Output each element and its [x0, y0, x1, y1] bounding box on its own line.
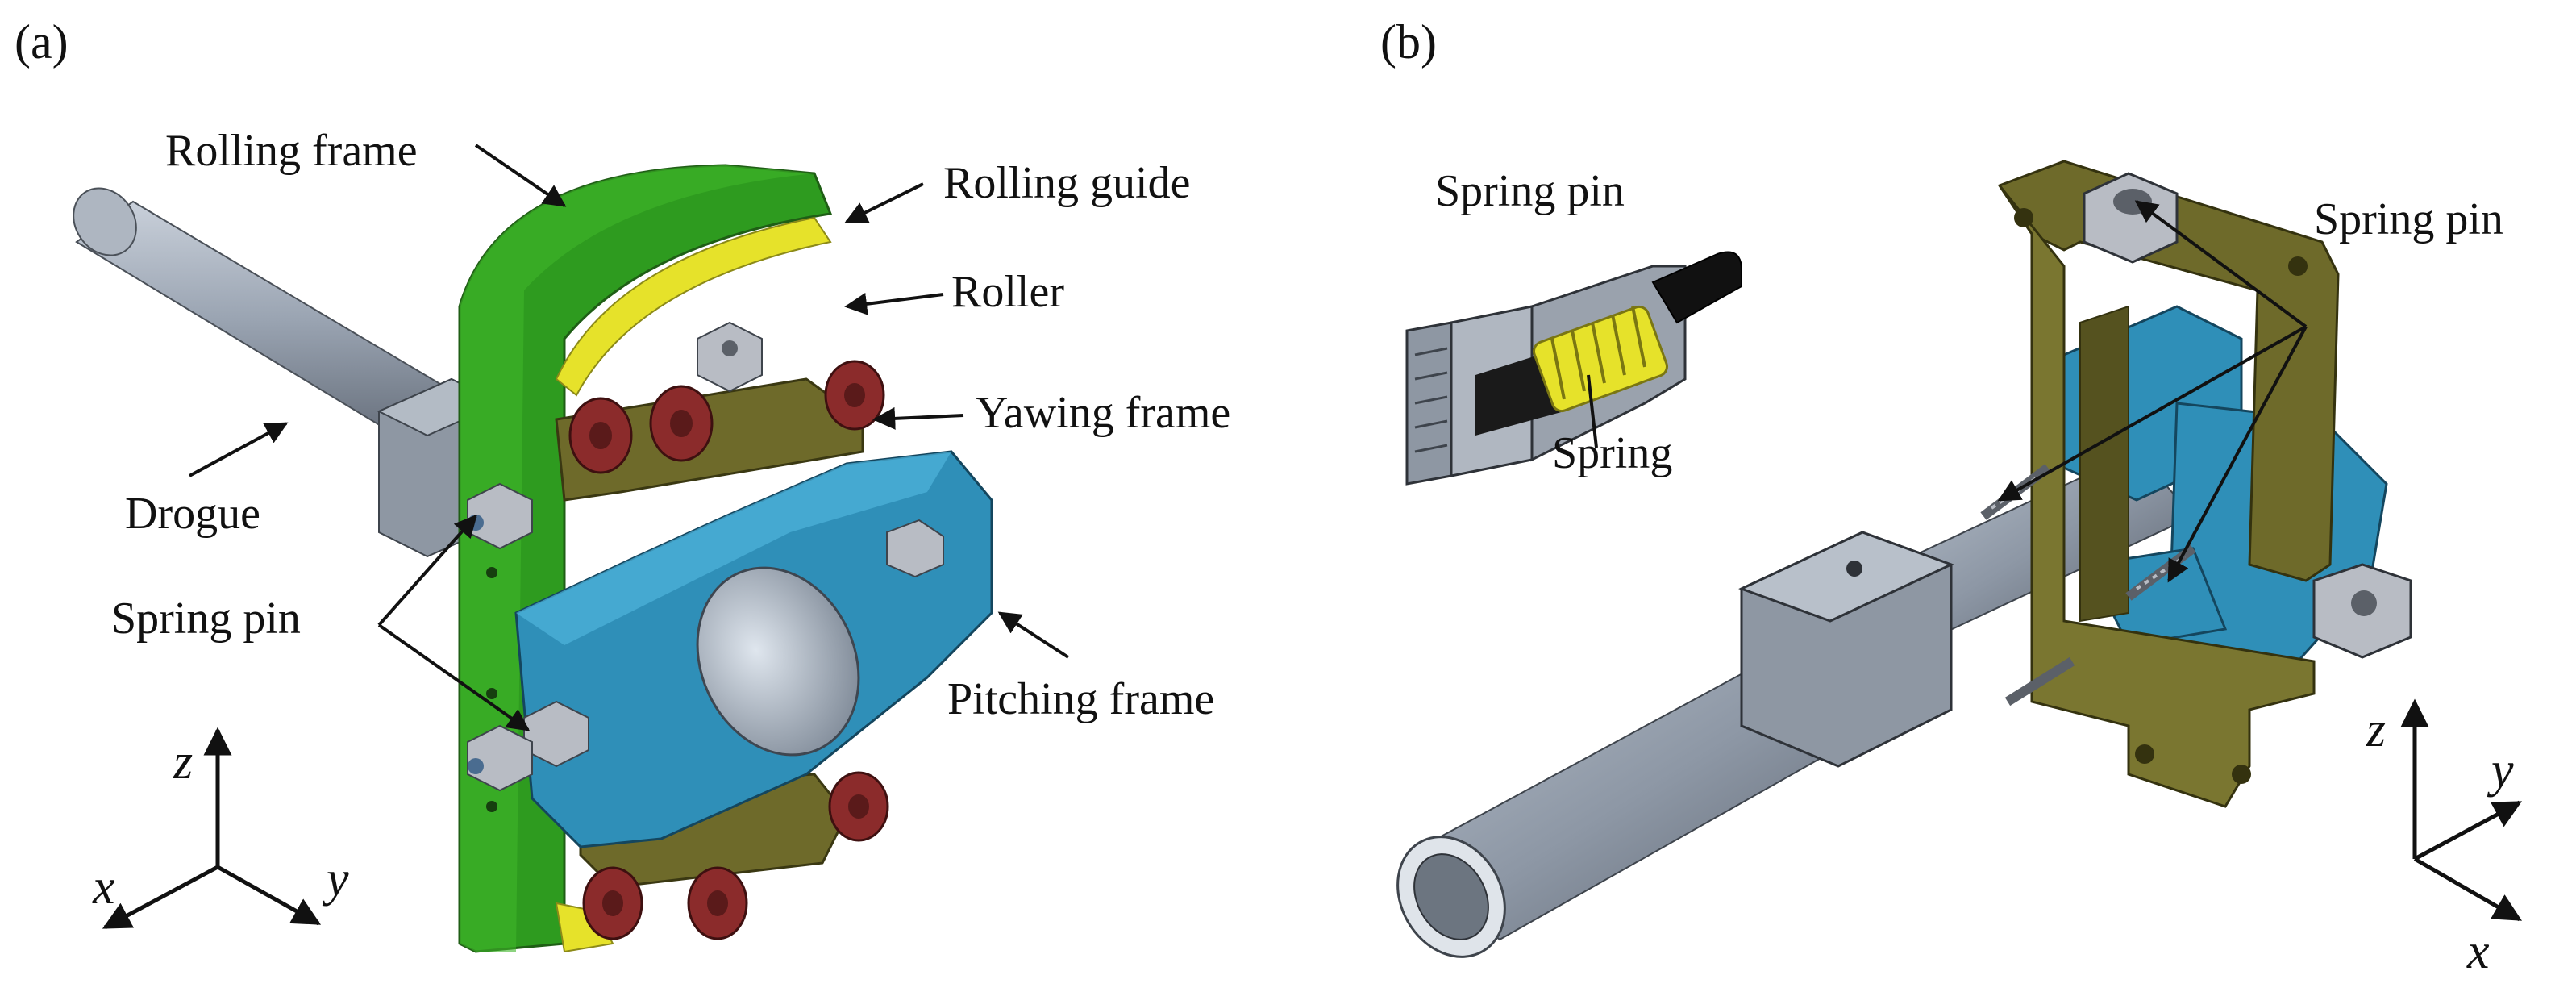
roller-1 — [568, 397, 633, 474]
axis-b-z: z — [2366, 702, 2386, 757]
axis-a-x: x — [92, 860, 115, 915]
rollers — [568, 360, 889, 940]
spring-coils — [1533, 305, 1668, 413]
label-roller: Roller — [951, 267, 1064, 317]
axis-b-y: y — [2487, 743, 2514, 798]
axis-a-y: y — [322, 852, 349, 907]
spring-pin-b-right-nut — [2312, 563, 2412, 659]
axis-a-z: z — [173, 735, 193, 790]
axis-b-x: x — [2466, 924, 2490, 979]
leader-drogue — [189, 422, 289, 477]
leader-yawing-frame — [872, 406, 964, 430]
leader-spring-pin-b-1 — [2134, 200, 2308, 328]
panel-b: (b) — [1380, 15, 2523, 979]
label-spring-pin-a: Spring pin — [111, 594, 301, 644]
spring-pin-a-right — [886, 519, 944, 578]
leader-spring-pin-a-1 — [377, 514, 477, 627]
axes-a: z x y — [92, 727, 349, 930]
leader-spring-pin-b-3 — [2167, 326, 2308, 583]
label-drogue: Drogue — [125, 489, 260, 539]
leader-spring-pin-b-2 — [1997, 325, 2307, 502]
drogue-tube-b — [1396, 450, 2195, 958]
spring-pin-b-lower — [2004, 656, 2075, 706]
leader-roller — [844, 292, 944, 315]
label-spring-pin-detail: Spring pin — [1435, 166, 1625, 216]
leader-spring — [1587, 374, 1598, 448]
spring-pin-b-top — [2083, 172, 2179, 264]
leader-spring-pin-a-2 — [377, 623, 531, 731]
yawing-frame-b — [1997, 160, 2340, 808]
roller-3 — [824, 360, 885, 431]
label-rolling-guide: Rolling guide — [943, 158, 1190, 208]
roller-4 — [582, 866, 643, 940]
spring-pin-a-top — [697, 321, 763, 393]
spring-pin-a-3 — [467, 724, 533, 792]
panel-b-tag: (b) — [1380, 15, 1437, 69]
roller-2 — [649, 385, 714, 462]
leader-rolling-guide — [844, 182, 924, 223]
panel-a-tag: (a) — [15, 15, 69, 69]
roller-6 — [828, 771, 889, 842]
label-yawing-frame: Yawing frame — [976, 388, 1230, 438]
axes-b: z y x — [2366, 698, 2523, 979]
leader-rolling-frame — [474, 144, 567, 207]
label-pitching-frame: Pitching frame — [947, 674, 1214, 724]
pitching-frame-a — [514, 450, 993, 848]
spring-pin-detail — [1405, 251, 1742, 486]
leader-pitching-frame — [997, 611, 1070, 659]
label-spring: Spring — [1552, 428, 1672, 478]
roller-5 — [687, 866, 748, 940]
spring-pins-a — [467, 321, 944, 792]
panel-a: (a) — [15, 15, 1230, 953]
label-spring-pin-b: Spring pin — [2314, 194, 2503, 244]
label-rolling-frame: Rolling frame — [165, 126, 418, 176]
